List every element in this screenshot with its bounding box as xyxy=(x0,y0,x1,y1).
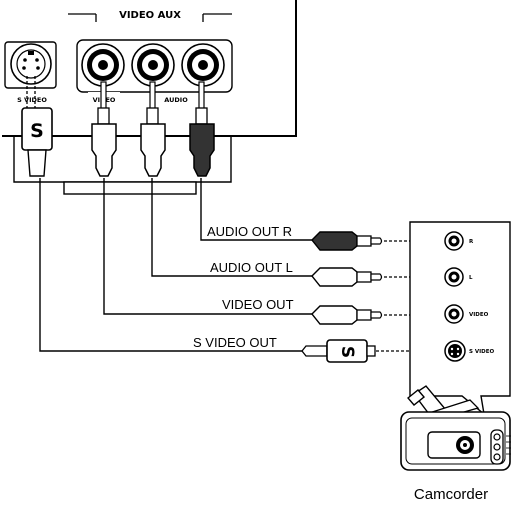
cam-jack-label-r: R xyxy=(469,239,474,245)
label-s-video-out: S VIDEO OUT xyxy=(193,335,277,350)
panel-s-plug-letter: S xyxy=(30,120,44,142)
connector-tray xyxy=(13,137,232,195)
label-video-out: VIDEO OUT xyxy=(222,297,294,312)
cam-s-video-plug[interactable]: S xyxy=(301,339,376,363)
cam-jack-s-video[interactable] xyxy=(444,340,466,362)
cable-wires xyxy=(39,178,312,352)
panel-audio-l-jack[interactable] xyxy=(131,43,175,87)
cam-jack-label-video: VIDEO xyxy=(469,312,489,318)
camcorder-icon xyxy=(400,385,511,471)
cam-audio-r-plug[interactable] xyxy=(311,231,383,251)
panel-audio-r-jack[interactable] xyxy=(181,43,225,87)
panel-label-audio: AUDIO xyxy=(164,96,188,104)
cam-jack-label-s-video: S VIDEO xyxy=(469,349,495,355)
cam-jack-label-l: L xyxy=(469,275,473,281)
panel-title: VIDEO AUX xyxy=(119,10,181,21)
cam-jack-l[interactable] xyxy=(444,267,464,287)
panel-label-s-video: S VIDEO xyxy=(17,96,47,104)
panel-audio-r-plug[interactable] xyxy=(189,81,215,177)
panel-s-video-jack[interactable] xyxy=(4,41,57,89)
panel-s-video-plug[interactable]: S xyxy=(21,76,53,177)
camcorder-label: Camcorder xyxy=(414,486,488,503)
cam-jack-video[interactable] xyxy=(444,304,464,324)
label-audio-out-r: AUDIO OUT R xyxy=(207,224,292,239)
panel-audio-l-plug[interactable] xyxy=(140,81,166,177)
label-audio-out-l: AUDIO OUT L xyxy=(210,260,293,275)
cam-video-plug[interactable] xyxy=(311,305,383,325)
panel-video-plug[interactable] xyxy=(91,81,117,177)
cam-s-plug-letter: S xyxy=(337,346,357,358)
cam-jack-r[interactable] xyxy=(444,231,464,251)
panel-video-jack[interactable] xyxy=(81,43,125,87)
cam-audio-l-plug[interactable] xyxy=(311,267,383,287)
